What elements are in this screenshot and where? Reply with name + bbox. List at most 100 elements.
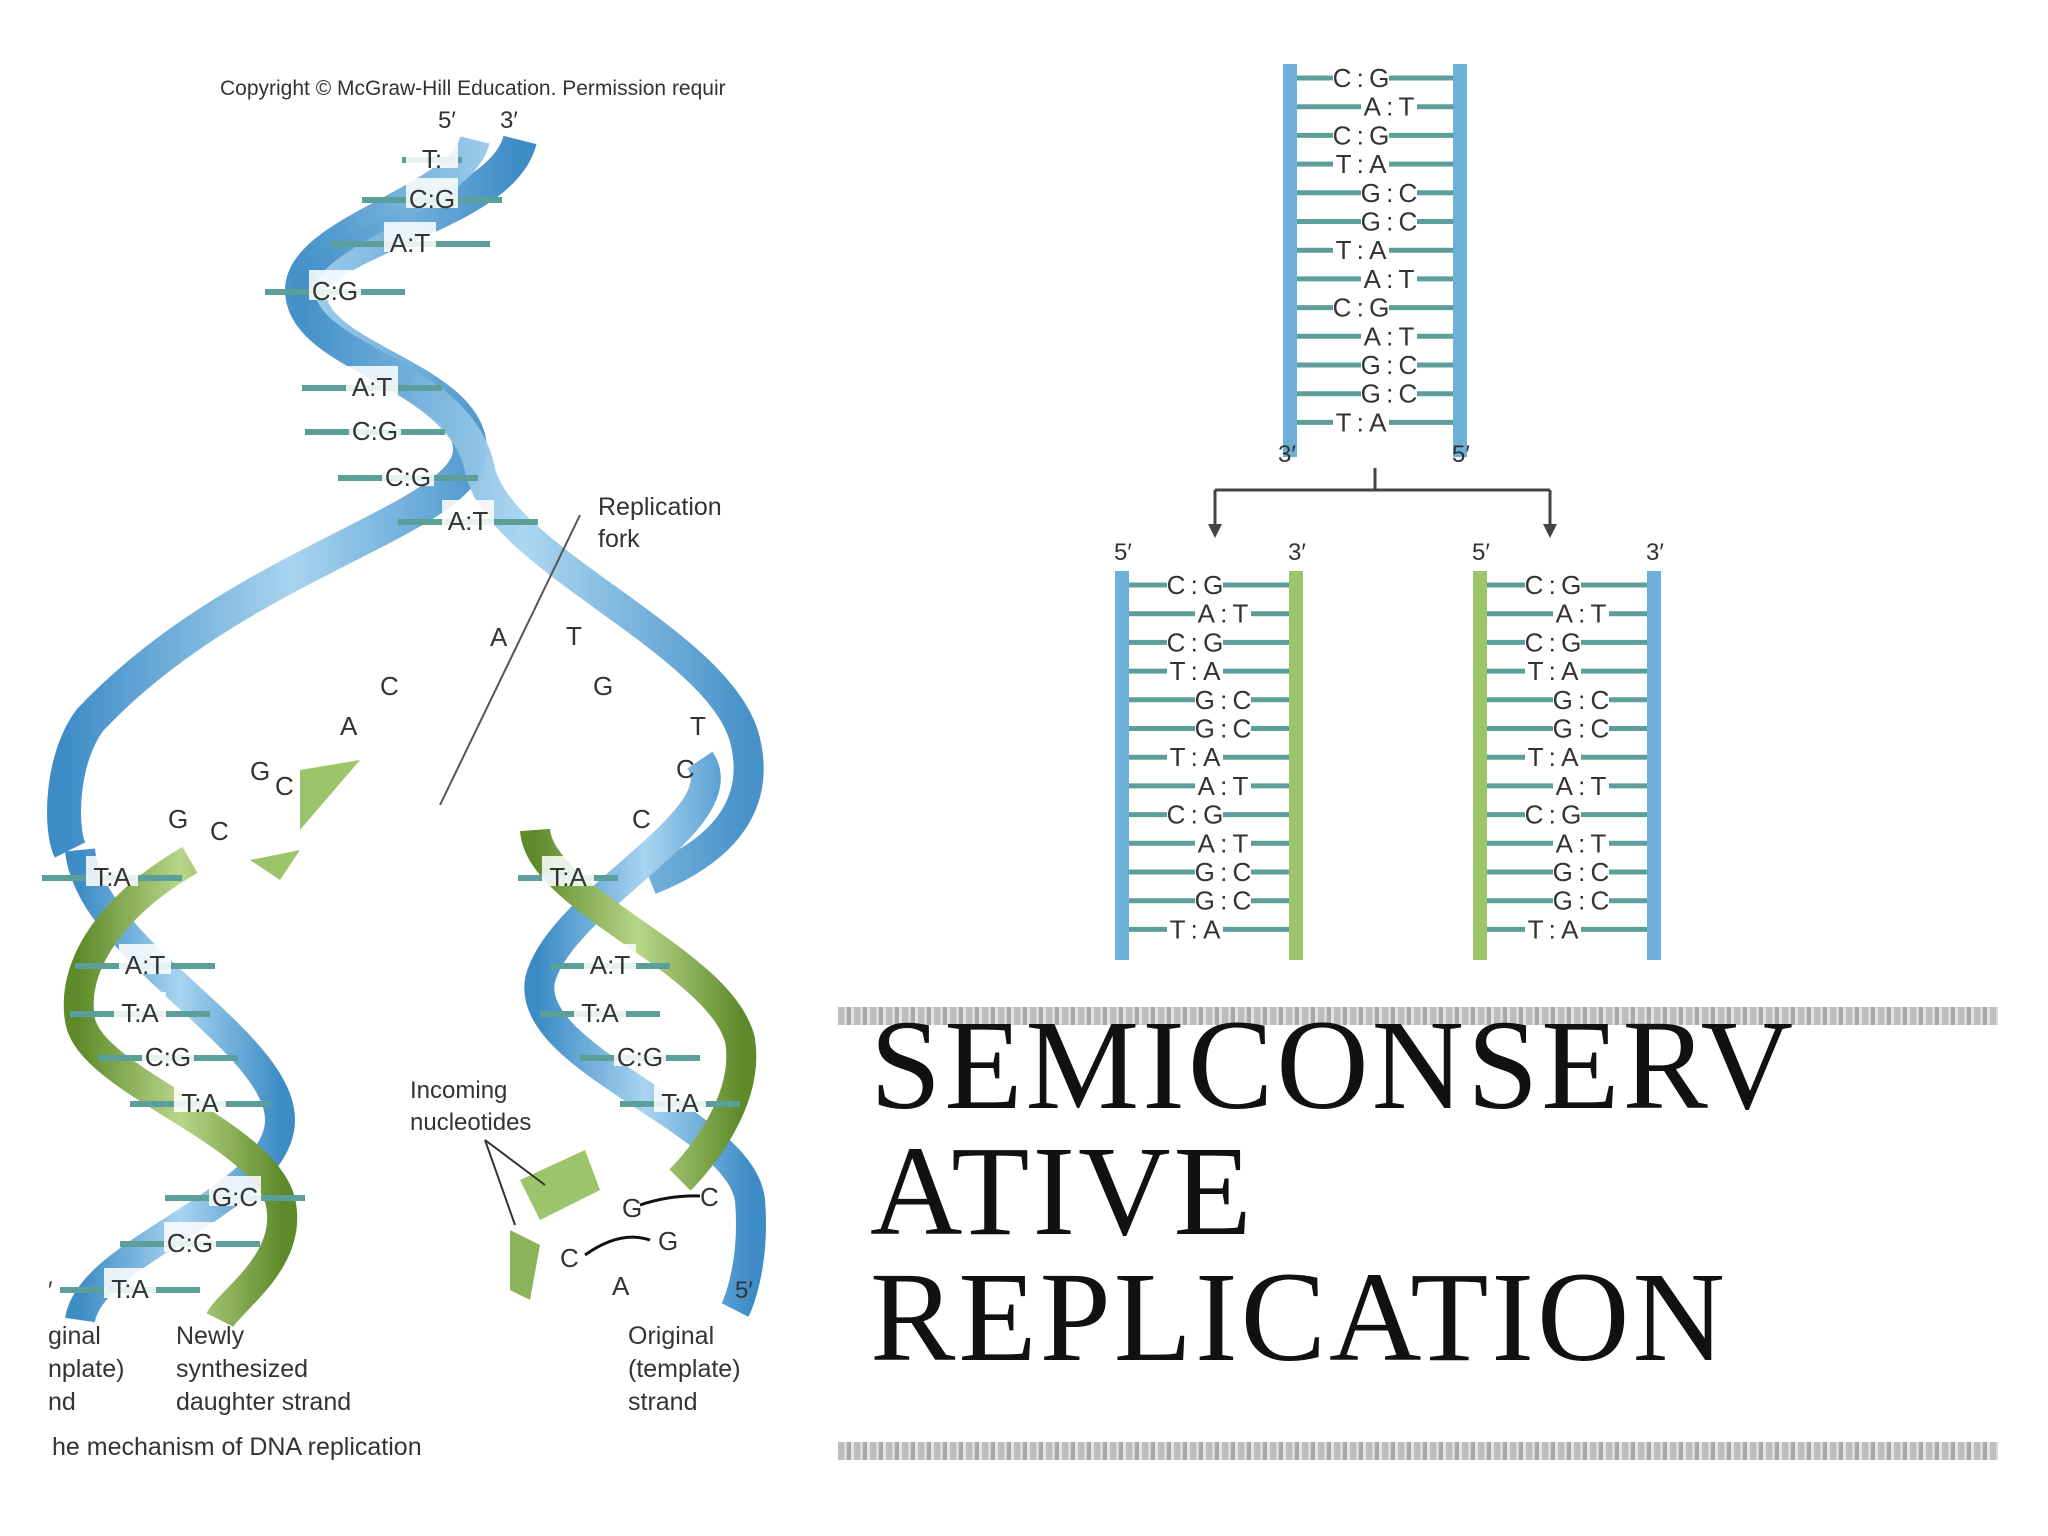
slide-title-block: SEMICONSERV ATIVE REPLICATION	[838, 1000, 1998, 1470]
helix-base-pair: T:	[422, 144, 442, 174]
base-pair-label: T : A	[1528, 914, 1580, 944]
title-line-1: SEMICONSERV	[870, 994, 1796, 1136]
fork-label-2: fork	[598, 525, 640, 553]
pair-label-bg	[542, 856, 594, 886]
top-3-prime-label: 3′	[500, 107, 518, 134]
copyright-notice: Copyright © McGraw-Hill Education. Permi…	[220, 77, 726, 100]
pair-label-bg	[142, 1036, 194, 1066]
base-pair-label: G : C	[1195, 685, 1252, 715]
helix-base-pair: A:T	[590, 950, 631, 980]
helix-base-pair: A:T	[390, 228, 431, 258]
incoming-nucleotide-1	[520, 1150, 600, 1220]
ladder-rail-left	[1473, 571, 1487, 960]
free-base: A	[340, 711, 358, 741]
svg-text:nd: nd	[48, 1388, 76, 1416]
right-original-strand	[524, 751, 766, 1317]
bottom-3-prime-label: ′	[48, 1277, 53, 1304]
svg-text:(template): (template)	[628, 1355, 741, 1383]
base-pair-label: A : T	[1556, 828, 1607, 858]
incoming-label-2: nucleotides	[410, 1109, 531, 1136]
target-base-g: G	[658, 1226, 678, 1256]
base-pair-label: G : C	[1195, 857, 1252, 887]
pair-label-bg	[104, 1268, 156, 1298]
pair-label-bg	[174, 1082, 226, 1112]
helix-base-pair: T:A	[93, 862, 131, 892]
base-pair-label: C : G	[1525, 570, 1582, 600]
base-pair-label: G : C	[1195, 886, 1252, 916]
daughter-ladder-left: C : GA : TC : GT : AG : CG : CT : AA : T…	[1115, 570, 1303, 960]
daughter-ladder-right: C : GA : TC : GT : AG : CG : CT : AA : T…	[1473, 570, 1661, 960]
base-pair-label: T : A	[1170, 742, 1222, 772]
free-base: T	[566, 621, 582, 651]
helix-base-pair: C:G	[409, 184, 455, 214]
left-new-strand	[63, 846, 298, 1329]
nucleotide-pointer-2	[484, 1139, 516, 1226]
base-pair-label: C : G	[1525, 627, 1582, 657]
helix-base-pair: C:G	[312, 276, 358, 306]
incoming-base-g: G	[622, 1193, 642, 1223]
svg-text:strand: strand	[628, 1388, 697, 1416]
base-pair-label: G : C	[1553, 886, 1610, 916]
split-connector	[1213, 468, 1552, 528]
arrow-right-head	[1543, 524, 1557, 538]
left-original-strand	[65, 847, 296, 1324]
helix-base-pair: T:A	[111, 1274, 149, 1304]
svg-text:nplate): nplate)	[48, 1355, 124, 1383]
base-pair-label: T : A	[1336, 407, 1388, 437]
free-base: C	[676, 754, 695, 784]
base-pair-label: C : G	[1525, 800, 1582, 830]
pair-label-bg	[654, 1082, 706, 1112]
helix-base-pair: A:T	[448, 506, 489, 536]
fork-label-1: Replication	[598, 493, 722, 521]
pair-label-bg	[119, 944, 171, 974]
title-line-2: ATIVE	[870, 1120, 1255, 1262]
base-pair-label: G : C	[1361, 379, 1418, 409]
base-pair-label: C : G	[1333, 293, 1390, 323]
fork-pointer	[439, 514, 581, 806]
helix-base-pair: T:A	[581, 998, 619, 1028]
base-pair-label: G : C	[1553, 714, 1610, 744]
bottom-5-prime-label: 5′	[735, 1277, 753, 1304]
daughter-left-5-prime: 5′	[1114, 539, 1132, 566]
original-strand-right-label: Original (template) strand	[628, 1322, 741, 1416]
free-base: C	[632, 804, 651, 834]
pair-label-bg	[209, 1176, 261, 1206]
target-base-a: A	[612, 1271, 630, 1301]
base-pair-label: A : T	[1364, 321, 1415, 351]
original-strand-left-label: ginal nplate) nd	[48, 1322, 124, 1416]
base-pair-label: T : A	[1528, 742, 1580, 772]
daughter-right-3-prime: 3′	[1646, 539, 1664, 566]
new-base: C	[210, 816, 229, 846]
base-pair-label: G : C	[1195, 714, 1252, 744]
incoming-base-c: C	[560, 1243, 579, 1273]
helix-base-pair: A:T	[352, 372, 393, 402]
ladder-rail-left	[1283, 64, 1297, 458]
base-pair-label: G : C	[1361, 350, 1418, 380]
target-base-c: C	[700, 1182, 719, 1212]
ladder-rail-right	[1647, 571, 1661, 960]
slide-title: SEMICONSERV ATIVE REPLICATION	[870, 994, 1990, 1381]
helix-base-pair: T:A	[181, 1088, 219, 1118]
helix-base-pair: C:G	[145, 1042, 191, 1072]
helix-base-pair: T:A	[549, 862, 587, 892]
pair-label-bg	[114, 992, 166, 1022]
base-pair-label: T : A	[1336, 235, 1388, 265]
helix-base-pair: T:A	[121, 998, 159, 1028]
base-pair-label: A : T	[1198, 599, 1249, 629]
top-5-prime-label: 5′	[438, 107, 456, 134]
pair-label-bg	[346, 366, 398, 396]
pair-label-bg	[406, 138, 458, 168]
base-pair-label: G : C	[1553, 857, 1610, 887]
base-pair-label: A : T	[1198, 771, 1249, 801]
dna-replication-figure: Copyright © McGraw-Hill Education. Permi…	[42, 77, 766, 1461]
base-pair-label: A : T	[1364, 92, 1415, 122]
parent-helix: T:C:GA:TC:GA:TC:GC:GA:T	[47, 134, 764, 894]
pair-label-bg	[574, 992, 626, 1022]
helix-base-pair: C:G	[617, 1042, 663, 1072]
free-bases: A C A G G C C T G T C C	[168, 621, 706, 846]
helix-base-pair: A:T	[125, 950, 166, 980]
incoming-label-1: Incoming	[410, 1077, 507, 1104]
svg-text:daughter strand: daughter strand	[176, 1388, 351, 1416]
ladder-rail-left	[1115, 571, 1129, 960]
new-base: C	[275, 771, 294, 801]
